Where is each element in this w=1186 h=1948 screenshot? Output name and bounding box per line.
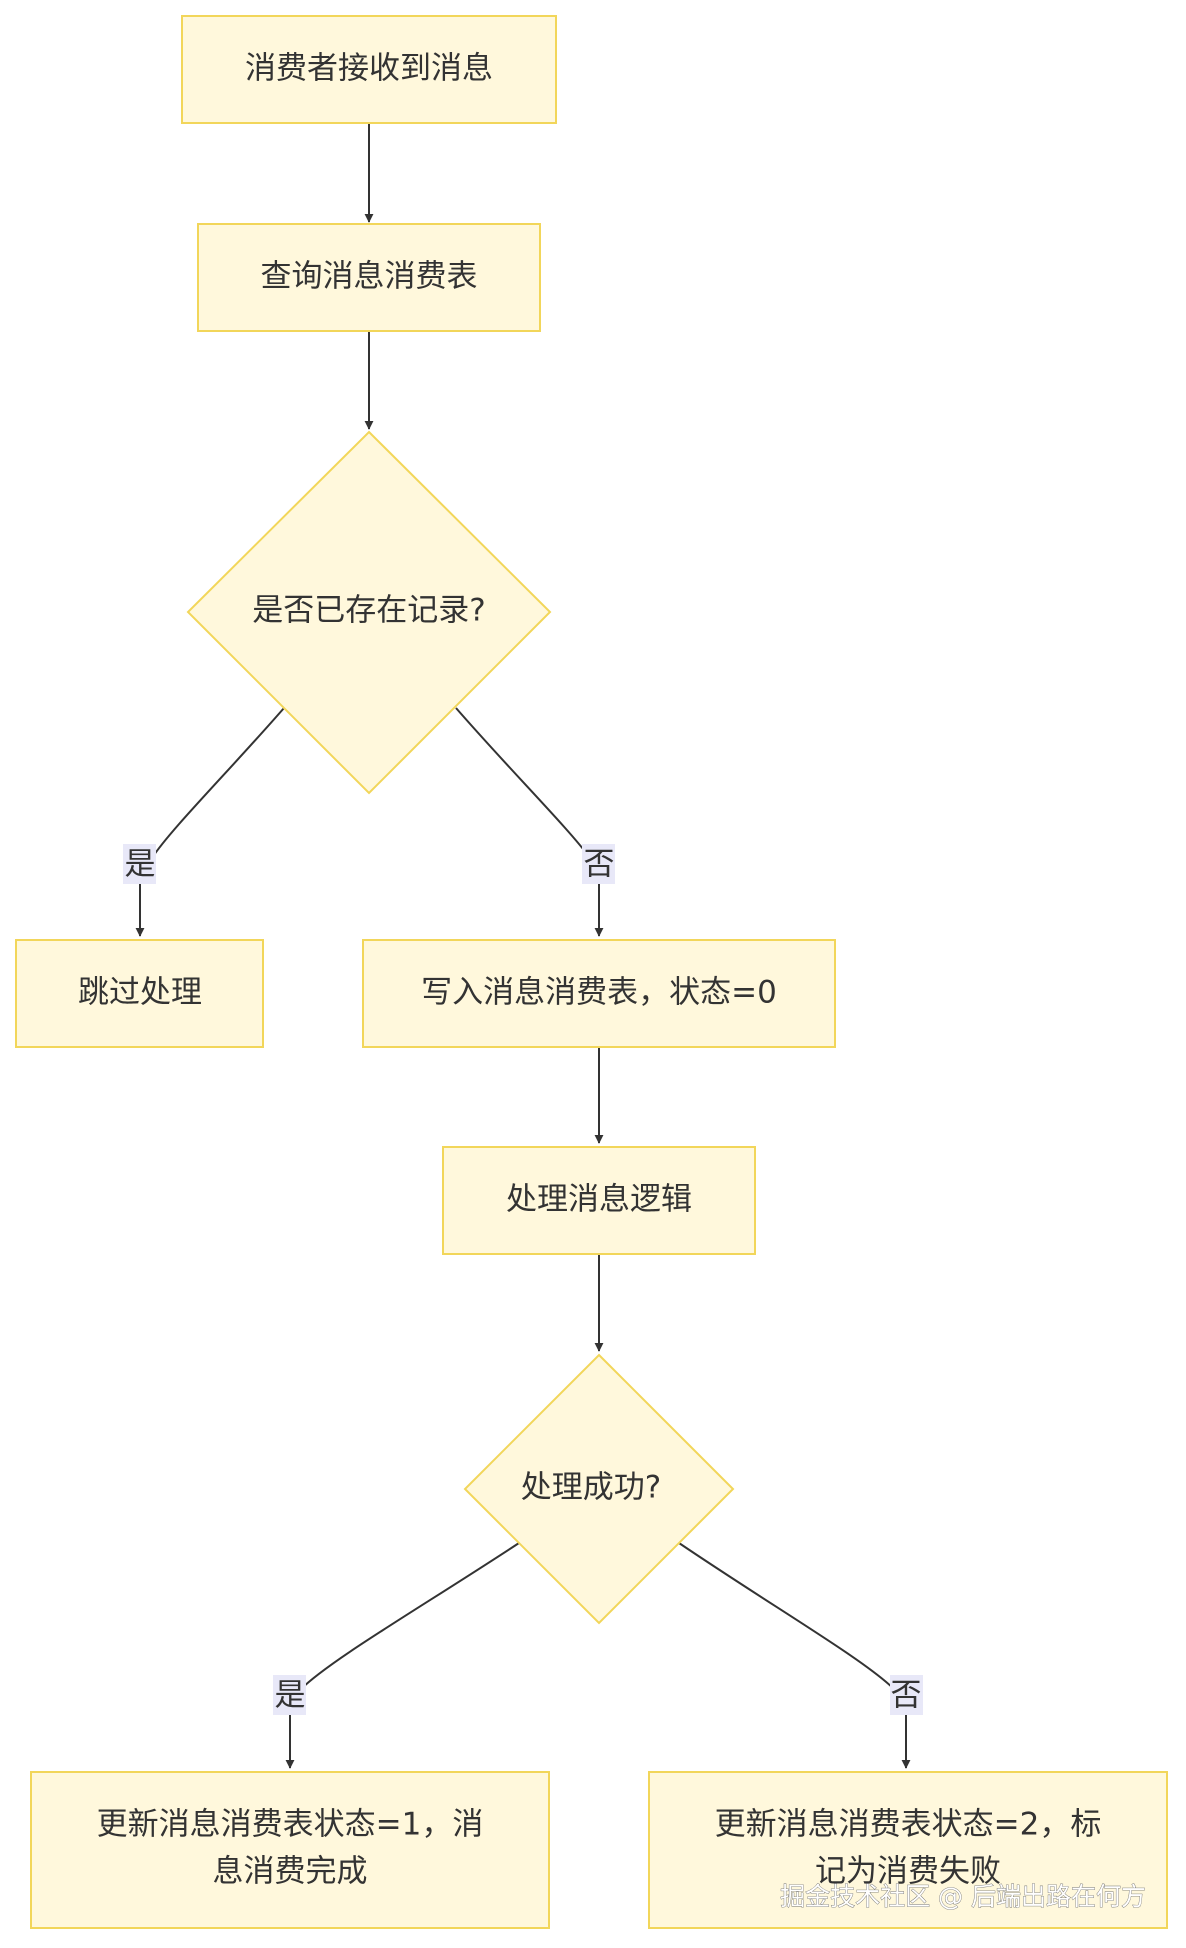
node-insert: 写入消息消费表，状态=0 — [362, 939, 836, 1048]
node-skip-label: 跳过处理 — [78, 975, 202, 1011]
node-mark-done-line2: 息消费完成 — [213, 1854, 368, 1890]
edge-label-success-yes: 是 — [273, 1675, 306, 1715]
edge-label-exists-yes-text: 是 — [125, 847, 156, 883]
node-receive-label: 消费者接收到消息 — [245, 51, 493, 87]
node-process: 处理消息逻辑 — [442, 1146, 756, 1255]
node-exists-decision: 是否已存在记录? — [186, 430, 552, 795]
node-query-label: 查询消息消费表 — [261, 259, 478, 295]
node-receive: 消费者接收到消息 — [181, 15, 557, 124]
edge-label-exists-yes: 是 — [123, 844, 156, 884]
node-success-decision: 处理成功? — [463, 1353, 735, 1625]
edge-label-success-no: 否 — [890, 1675, 923, 1715]
edge-label-success-no-text: 否 — [891, 1678, 922, 1714]
node-mark-failed-line2: 记为消费失败 — [815, 1854, 1001, 1890]
node-mark-failed-line1: 更新消息消费表状态=2，标 — [715, 1807, 1102, 1843]
node-skip: 跳过处理 — [15, 939, 264, 1048]
edge-success-yes-to-done — [285, 1542, 520, 1769]
edge-label-exists-no: 否 — [582, 844, 615, 884]
edge-exists-no-to-insert — [455, 707, 604, 937]
node-query: 查询消息消费表 — [197, 223, 541, 332]
edge-label-exists-no-text: 否 — [584, 847, 615, 883]
node-process-label: 处理消息逻辑 — [506, 1182, 692, 1218]
edge-success-no-to-failed — [678, 1542, 911, 1769]
node-exists-decision-label: 是否已存在记录? — [252, 593, 485, 629]
watermark: 掘金技术社区 @ 后端出路在何方 — [780, 1882, 1146, 1911]
node-mark-done-line1: 更新消息消费表状态=1，消 — [97, 1807, 484, 1843]
node-insert-label: 写入消息消费表，状态=0 — [421, 975, 777, 1011]
edge-exists-yes-to-skip — [135, 707, 285, 937]
edge-label-success-yes-text: 是 — [275, 1678, 306, 1714]
node-success-decision-label: 处理成功? — [521, 1470, 661, 1506]
node-mark-done: 更新消息消费表状态=1，消 息消费完成 — [30, 1771, 550, 1929]
node-mark-failed: 更新消息消费表状态=2，标 记为消费失败 — [648, 1771, 1168, 1929]
